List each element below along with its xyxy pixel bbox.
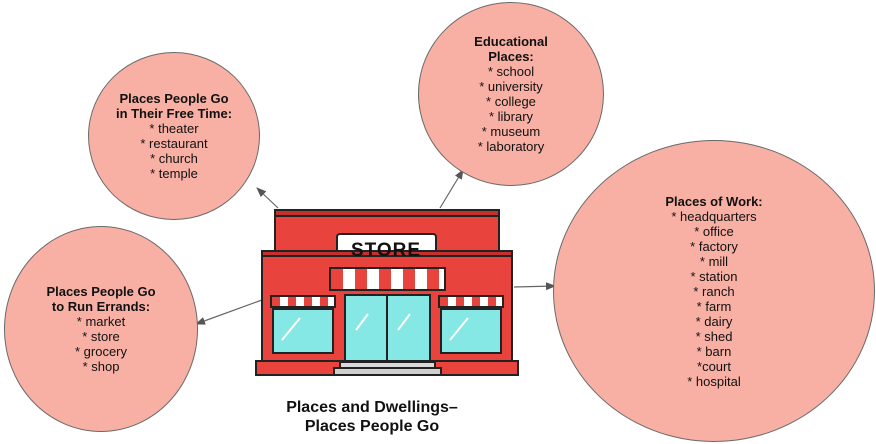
list-item: * library	[488, 109, 534, 124]
store-sign-text: STORE	[351, 240, 421, 261]
educational-list: * school * university * college * librar…	[478, 64, 544, 154]
diagram-caption: Places and Dwellings– Places People Go	[262, 398, 482, 436]
errands-heading-1: Places People Go	[46, 284, 156, 299]
free-time-list: * theater * restaurant * church * temple	[140, 121, 207, 181]
educational-heading-2: Places:	[488, 49, 534, 64]
errands-list: * market * store * grocery * shop	[75, 314, 127, 374]
caption-line-1: Places and Dwellings–	[286, 399, 458, 416]
list-item: * school	[487, 64, 535, 79]
list-item: * church	[150, 151, 198, 166]
list-item: * restaurant	[140, 136, 208, 151]
list-item: * barn	[696, 343, 732, 359]
list-item: * dairy	[695, 313, 733, 329]
list-item: * hospital	[687, 373, 741, 389]
list-item: * museum	[481, 124, 541, 139]
list-item: * mill	[699, 253, 729, 269]
list-item: * shed	[695, 328, 733, 344]
list-item: * market	[76, 314, 126, 329]
list-item: * store	[82, 329, 120, 344]
arrow-to-educational	[439, 169, 464, 209]
list-item: * farm	[696, 298, 732, 314]
list-item: * theater	[149, 121, 199, 136]
free-time-heading-2: in Their Free Time:	[115, 106, 233, 121]
list-item: * headquarters	[671, 208, 757, 224]
list-item: * laboratory	[477, 139, 545, 154]
list-item: * factory	[690, 238, 738, 254]
educational-heading-1: Educational	[474, 34, 548, 49]
work-list: * headquarters * office * factory * mill…	[671, 209, 756, 389]
store-illustration	[255, 209, 519, 376]
caption-line-2: Places People Go	[304, 418, 440, 435]
work-heading: Places of Work:	[665, 193, 763, 209]
list-item: * office	[694, 223, 734, 239]
free-time-bubble: Places People Go in Their Free Time: * t…	[88, 52, 260, 220]
free-time-heading-1: Places People Go	[119, 91, 229, 106]
list-item: * temple	[150, 166, 198, 181]
list-item: * shop	[82, 359, 120, 374]
errands-bubble: Places People Go to Run Errands: * marke…	[4, 226, 198, 432]
list-item: * grocery	[74, 344, 128, 359]
educational-bubble: Educational Places: * school * universit…	[418, 2, 604, 186]
arrow-to-free-time	[256, 187, 279, 209]
errands-heading-2: to Run Errands:	[51, 299, 151, 314]
list-item: *court	[697, 358, 731, 374]
arrow-to-errands	[195, 299, 263, 325]
work-bubble: Places of Work: * headquarters * office …	[553, 140, 875, 442]
list-item: * station	[690, 268, 738, 284]
list-item: * ranch	[693, 283, 735, 299]
list-item: * university	[479, 79, 543, 94]
arrow-to-work	[513, 282, 556, 291]
list-item: * college	[486, 94, 536, 109]
